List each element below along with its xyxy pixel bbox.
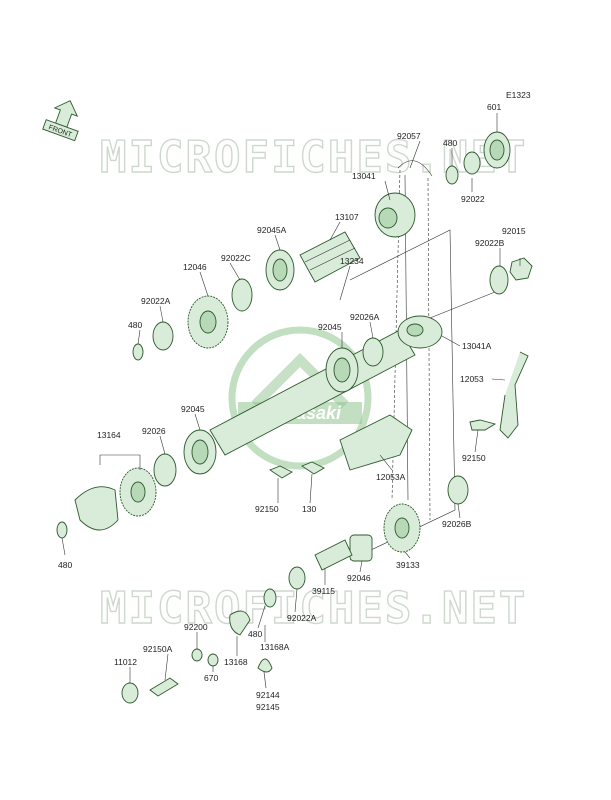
- sprocket-13164: [119, 467, 157, 517]
- label-92145: 92145: [256, 702, 280, 712]
- label-92046: 92046: [347, 573, 371, 583]
- washer-92026: [153, 453, 177, 487]
- label-92022A: 92022A: [287, 613, 317, 623]
- bolt-130: [301, 461, 325, 475]
- label-13164: 13164: [97, 430, 121, 440]
- washer-92026B: [447, 475, 469, 505]
- watermark-top: MICROFICHES.NET: [100, 132, 527, 183]
- label-13168A: 13168A: [260, 642, 290, 652]
- label-92022C: 92022C: [221, 253, 251, 263]
- shaft-39115: [314, 539, 353, 571]
- washer-92022A-lower: [288, 566, 306, 590]
- label-92150: 92150: [255, 504, 279, 514]
- pin-shaft: [429, 291, 496, 319]
- label-92022B: 92022B: [475, 238, 505, 248]
- label-92026: 92026: [142, 426, 166, 436]
- snap-ring-480b: [132, 343, 144, 361]
- sprocket-39133: [383, 503, 421, 553]
- label-39133: 39133: [396, 560, 420, 570]
- bearing-601: [483, 131, 511, 169]
- label-12053: 12053: [460, 374, 484, 384]
- label-92045A: 92045A: [257, 225, 287, 235]
- watermark-bottom: MICROFICHES.NET: [100, 583, 527, 634]
- snap-ring-480d: [263, 588, 277, 608]
- label-92022A: 92022A: [141, 296, 171, 306]
- part-13168: [229, 610, 251, 636]
- washer-92022C: [231, 278, 253, 312]
- label-92026B: 92026B: [442, 519, 472, 529]
- cam-13041A: [397, 315, 443, 349]
- label-92150: 92150: [462, 453, 486, 463]
- label-670: 670: [204, 673, 218, 683]
- oring-670: [207, 653, 219, 667]
- label-92200: 92200: [184, 622, 208, 632]
- bolt-92150-middle: [269, 465, 293, 479]
- label-92026A: 92026A: [350, 312, 380, 322]
- label-130: 130: [302, 504, 316, 514]
- label-92150A: 92150A: [143, 644, 173, 654]
- label-92057: 92057: [397, 131, 421, 141]
- washer-92022: [463, 151, 481, 175]
- snap-ring-480c: [56, 521, 68, 539]
- label-13041: 13041: [352, 171, 376, 181]
- label-92144: 92144: [256, 690, 280, 700]
- label-12053A: 12053A: [376, 472, 406, 482]
- bearing-92045-middle: [325, 347, 359, 393]
- label-13041A: 13041A: [462, 341, 492, 351]
- needle-bearing-92046: [349, 534, 373, 562]
- label-480: 480: [248, 629, 262, 639]
- label-12046: 12046: [183, 262, 207, 272]
- label-480: 480: [443, 138, 457, 148]
- label-92045: 92045: [181, 404, 205, 414]
- label-92022: 92022: [461, 194, 485, 204]
- cam-plate-13164: [74, 486, 119, 531]
- tensioner-arm-12053A: [339, 414, 413, 471]
- washer-92022A: [152, 321, 174, 351]
- front-arrow-icon: FRONT: [42, 100, 79, 142]
- cap-11012: [121, 682, 139, 704]
- washer-92026A: [362, 337, 384, 367]
- diagram-code: E1323: [506, 90, 531, 100]
- label-92015: 92015: [502, 226, 526, 236]
- lever-12053: [499, 351, 529, 439]
- label-13234: 13234: [340, 256, 364, 266]
- snap-ring-480a: [445, 165, 459, 185]
- label-39115: 39115: [312, 586, 335, 596]
- label-92045: 92045: [318, 322, 342, 332]
- bolt-92150-right: [469, 419, 497, 431]
- leader-lines: [61, 113, 521, 689]
- bolt-92150A: [149, 677, 179, 697]
- label-11012: 11012: [114, 657, 137, 667]
- label-13168: 13168: [224, 657, 248, 667]
- bearing-92045-lower: [183, 429, 217, 475]
- label-601: 601: [487, 102, 501, 112]
- nut-92015: [509, 257, 533, 281]
- bearing-92045A: [265, 249, 295, 291]
- cam-13041: [374, 192, 416, 238]
- part-labels: 601 92057 480 13041 92022 13107 92045A 9…: [58, 102, 526, 712]
- label-480: 480: [58, 560, 72, 570]
- sprocket-12046: [187, 295, 229, 349]
- washer-92022B: [489, 265, 509, 295]
- chain-top: [397, 160, 433, 177]
- label-13107: 13107: [335, 212, 359, 222]
- label-480: 480: [128, 320, 142, 330]
- chain-right: [427, 177, 431, 521]
- washer-92200: [191, 648, 203, 662]
- spring-92144: [257, 658, 273, 673]
